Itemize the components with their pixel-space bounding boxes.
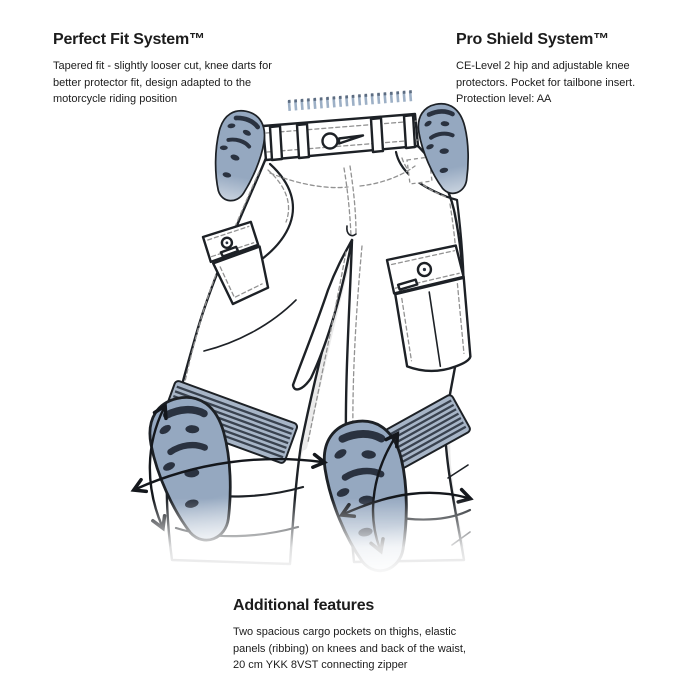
belt-loop [295, 122, 311, 160]
perfect-fit-title: Perfect Fit System™ [53, 31, 205, 48]
section-pro-shield: Pro Shield System™ CE-Level 2 hip and ad… [456, 31, 671, 108]
pro-shield-body: CE-Level 2 hip and adjustable knee prote… [456, 60, 636, 105]
cargo-pocket-left [201, 220, 270, 306]
cargo-pocket-right [385, 244, 472, 373]
pocket-slit [219, 245, 240, 258]
belt-loop [402, 113, 417, 150]
waistband [261, 112, 420, 162]
perfect-fit-body: Tapered fit - slightly looser cut, knee … [53, 60, 272, 105]
pro-shield-title: Pro Shield System™ [456, 31, 609, 48]
waist-button-icon [321, 132, 339, 150]
section-additional-features: Additional features Two spacious cargo p… [233, 597, 471, 674]
leg-fade [130, 498, 510, 580]
additional-features-body: Two spacious cargo pockets on thighs, el… [233, 626, 466, 671]
leg-fade-solid [130, 577, 510, 597]
zipper-teeth-icon [287, 90, 415, 111]
additional-features-title: Additional features [233, 597, 375, 614]
pocket-slit [396, 278, 419, 291]
section-perfect-fit: Perfect Fit System™ Tapered fit - slight… [53, 31, 288, 108]
button-pointer [337, 134, 365, 145]
belt-loop [369, 116, 385, 154]
belt-loop [268, 124, 284, 162]
